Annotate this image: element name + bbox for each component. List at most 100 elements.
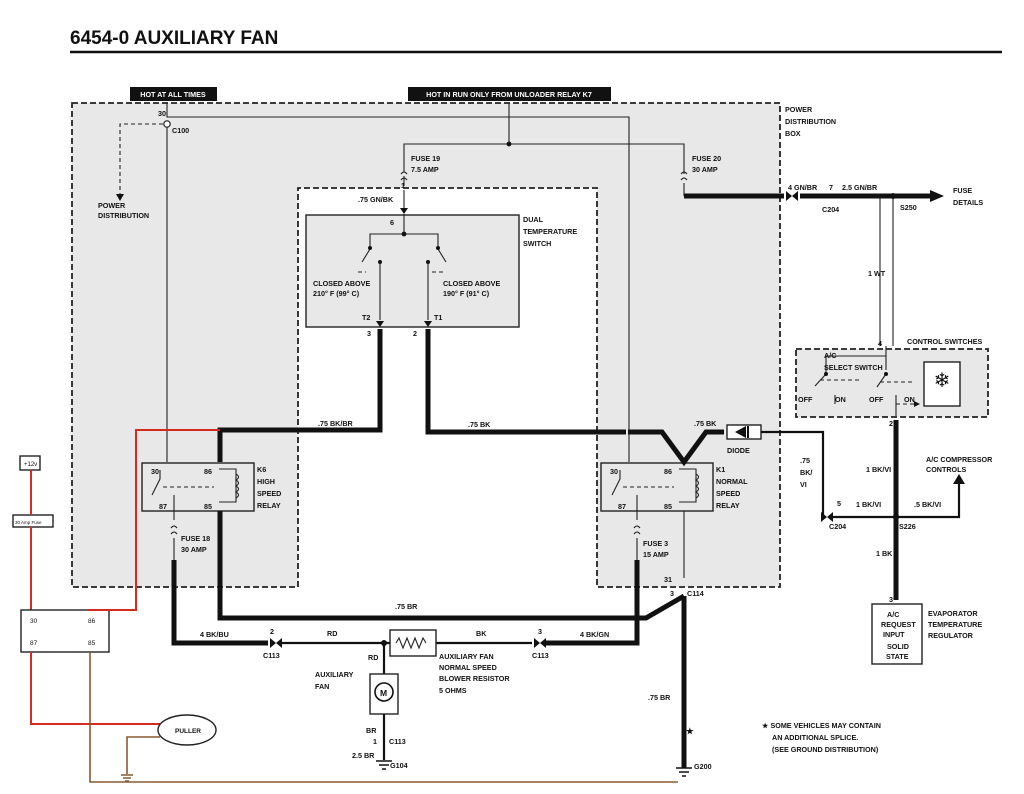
k1-label-2: NORMAL <box>716 477 748 486</box>
amp-fuse-label: 30 Amp Fuse <box>15 520 42 525</box>
puller-label: PULLER <box>175 728 201 735</box>
dual-switch-splice <box>401 231 407 237</box>
wire-075bk-diode-label: .75 BK <box>694 419 717 428</box>
wire-075bk-label: .75 BK <box>468 420 491 429</box>
switch-contact-a <box>378 260 382 264</box>
on-label-1: ON <box>835 395 846 404</box>
wire-075br-ground-label: .75 BR <box>648 693 671 702</box>
pin-3-c113: 3 <box>538 627 542 636</box>
puller-ground-symbol <box>121 774 133 782</box>
rd-motor-label: RD <box>368 653 378 662</box>
wire-075bkbr-label: .75 BK/BR <box>318 419 354 428</box>
t1-label: T1 <box>434 313 442 322</box>
resistor-label-2: NORMAL SPEED <box>439 663 497 672</box>
k1-label-1: K1 <box>716 465 725 474</box>
s250-splice <box>890 193 896 199</box>
fuse3-label: FUSE 3 <box>643 539 668 548</box>
wire-075bkvi-3: VI <box>800 480 807 489</box>
hot-bus-wire <box>166 103 630 462</box>
note-line-1: ★ SOME VEHICLES MAY CONTAIN <box>761 721 881 730</box>
pin-2-t1: 2 <box>413 329 417 338</box>
ac-select-panel <box>923 361 961 407</box>
hot-at-all-times-banner <box>130 87 217 101</box>
diode-symbol <box>735 426 746 438</box>
solid-state-2: STATE <box>886 652 909 661</box>
k6-contact <box>151 470 161 496</box>
fuse19-label: FUSE 19 <box>411 154 440 163</box>
run-bus-splice <box>506 141 512 147</box>
pin-31: 31 <box>664 575 672 584</box>
control-switches-label: CONTROL SWITCHES <box>907 337 983 346</box>
pdb-label-3: BOX <box>785 129 801 138</box>
k1-label-3: SPEED <box>716 489 740 498</box>
pin-2-control: 2 <box>889 419 893 428</box>
k6-label-3: SPEED <box>257 489 281 498</box>
switch-pivot-a <box>368 246 372 250</box>
fuse19-symbol <box>400 171 408 181</box>
closed-210-1: CLOSED ABOVE <box>313 279 370 288</box>
wire-1bkvi-label: 1 BK/VI <box>856 500 881 509</box>
on-label-2: ON <box>904 395 915 404</box>
pdb-label-2: DISTRIBUTION <box>785 117 836 126</box>
c204-top-label: C204 <box>822 205 839 214</box>
wire-5bkvi-label: .5 BK/VI <box>914 500 941 509</box>
c114-label: C114 <box>687 589 704 598</box>
ext-relay-pin-86: 86 <box>88 618 96 625</box>
k1-pin-86: 86 <box>664 467 672 476</box>
wire-075br-bottom <box>217 511 686 621</box>
amp-fuse-box <box>12 514 54 528</box>
wire-4bkgn <box>546 560 640 646</box>
k1-contact <box>611 470 621 496</box>
wire-25gnbr-label: 2.5 GN/BR <box>842 183 878 192</box>
evaporator-regulator-box <box>871 603 923 665</box>
k1-pin-30: 30 <box>610 467 618 476</box>
c204-connector-bottom <box>821 512 833 522</box>
ac-select-1: A/C <box>824 351 836 360</box>
g104-ground-symbol <box>376 760 392 770</box>
ac-select-2: SELECT SWITCH <box>824 363 883 372</box>
c113-right-label: C113 <box>532 651 549 660</box>
c113-bottom-label: C113 <box>389 737 406 746</box>
control-switch-on-legs <box>834 395 897 416</box>
t2-label: T2 <box>362 313 370 322</box>
wire-075bkvi <box>761 430 825 517</box>
note-line-3: (SEE GROUND DISTRIBUTION) <box>772 745 879 754</box>
arrow-ac-compressor <box>953 474 965 484</box>
fuse20-symbol <box>680 171 688 181</box>
external-relay <box>20 609 110 653</box>
resistor-label-1: AUXILIARY FAN <box>439 652 494 661</box>
wire-4gnbr-label: 4 GN/BR <box>788 183 818 192</box>
fuse18-label: FUSE 18 <box>181 534 210 543</box>
k6-pin-87: 87 <box>159 502 167 511</box>
wire-075bkbr <box>217 329 383 462</box>
g104-label: G104 <box>390 761 408 770</box>
dual-temperature-switch-box <box>305 214 520 328</box>
pin-3-t2: 3 <box>367 329 371 338</box>
aux-fan-label-2: FAN <box>315 682 329 691</box>
g200-label: G200 <box>694 762 712 771</box>
evap-label-2: TEMPERATURE <box>928 620 982 629</box>
page-title: 6454-0 AUXILIARY FAN <box>70 28 278 49</box>
ext-relay-pin-87: 87 <box>30 640 38 647</box>
diode-label: DIODE <box>727 446 750 455</box>
evap-label-3: REGULATOR <box>928 631 974 640</box>
dual-switch-legs <box>379 262 429 320</box>
ac-compressor-2: CONTROLS <box>926 465 967 474</box>
run-bus-to-fuse20 <box>509 143 685 174</box>
puller-fan <box>157 714 217 746</box>
resistor-symbol <box>395 636 427 650</box>
c204-connector-top <box>786 191 798 201</box>
k6-pin-86: 86 <box>204 467 212 476</box>
note-line-2: AN ADDITIONAL SPLICE. <box>772 733 858 742</box>
fuse3-amp: 15 AMP <box>643 550 669 559</box>
arrow-control-switch <box>914 401 920 407</box>
ext-relay-pin-30: 30 <box>30 618 38 625</box>
off-label-2: OFF <box>869 395 884 404</box>
s226-label: S226 <box>899 522 916 531</box>
k1-label-4: RELAY <box>716 501 740 510</box>
fuse18-amp: 30 AMP <box>181 545 207 554</box>
power-distribution-dashed <box>119 123 163 196</box>
wire-075gnbk-label: .75 GN/BK <box>358 195 394 204</box>
resistor-label-3: BLOWER RESISTOR <box>439 674 510 683</box>
c113-connector-right <box>534 638 546 648</box>
